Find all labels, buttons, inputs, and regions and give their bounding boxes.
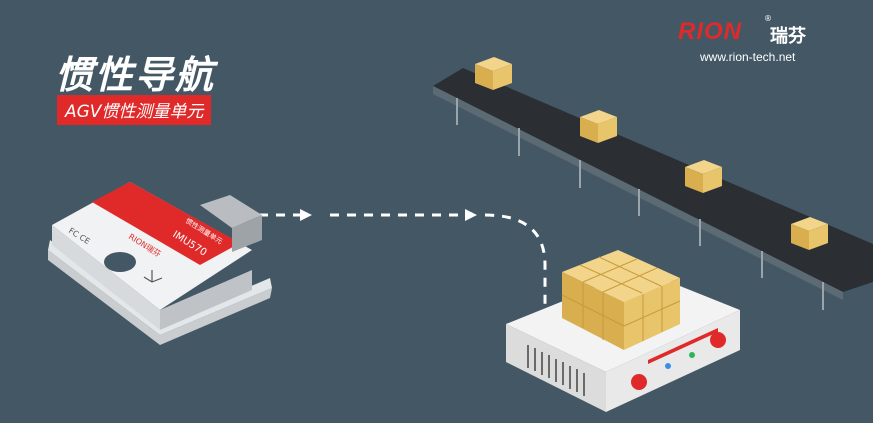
imu-device: IMU570 惯性测量单元 RION瑞芬 FC CE [48, 182, 272, 345]
brand-name-cn: 瑞芬 [770, 26, 806, 47]
agv-status-led-icon [665, 363, 671, 369]
registered-mark: ® [764, 14, 772, 23]
agv-vent-grille [527, 345, 585, 396]
page-subtitle: AGV惯性测量单元 [57, 95, 212, 125]
conveyor-legs [456, 98, 824, 310]
brand-name: RION [678, 18, 742, 45]
agv-box-stack [561, 250, 681, 350]
arrow-head-icon [300, 209, 312, 221]
brand-url[interactable]: www.rion-tech.net [700, 50, 796, 64]
conveyor-box [475, 57, 512, 90]
agv-status-led-icon [689, 352, 695, 358]
conveyor-box [685, 160, 722, 193]
page-title: 惯性导航 [55, 53, 216, 97]
agv-light-icon [710, 332, 726, 348]
agv-light-icon [631, 374, 647, 390]
axis-symbol-icon [143, 270, 163, 283]
conveyor-box [791, 217, 828, 250]
conveyor-box [580, 110, 617, 143]
data-flow-arrow [242, 213, 547, 320]
arrow-head-icon [465, 209, 477, 221]
brand-logo[interactable]: RION ® 瑞芬 www.rion-tech.net [678, 14, 838, 68]
conveyor-belt [433, 57, 873, 310]
